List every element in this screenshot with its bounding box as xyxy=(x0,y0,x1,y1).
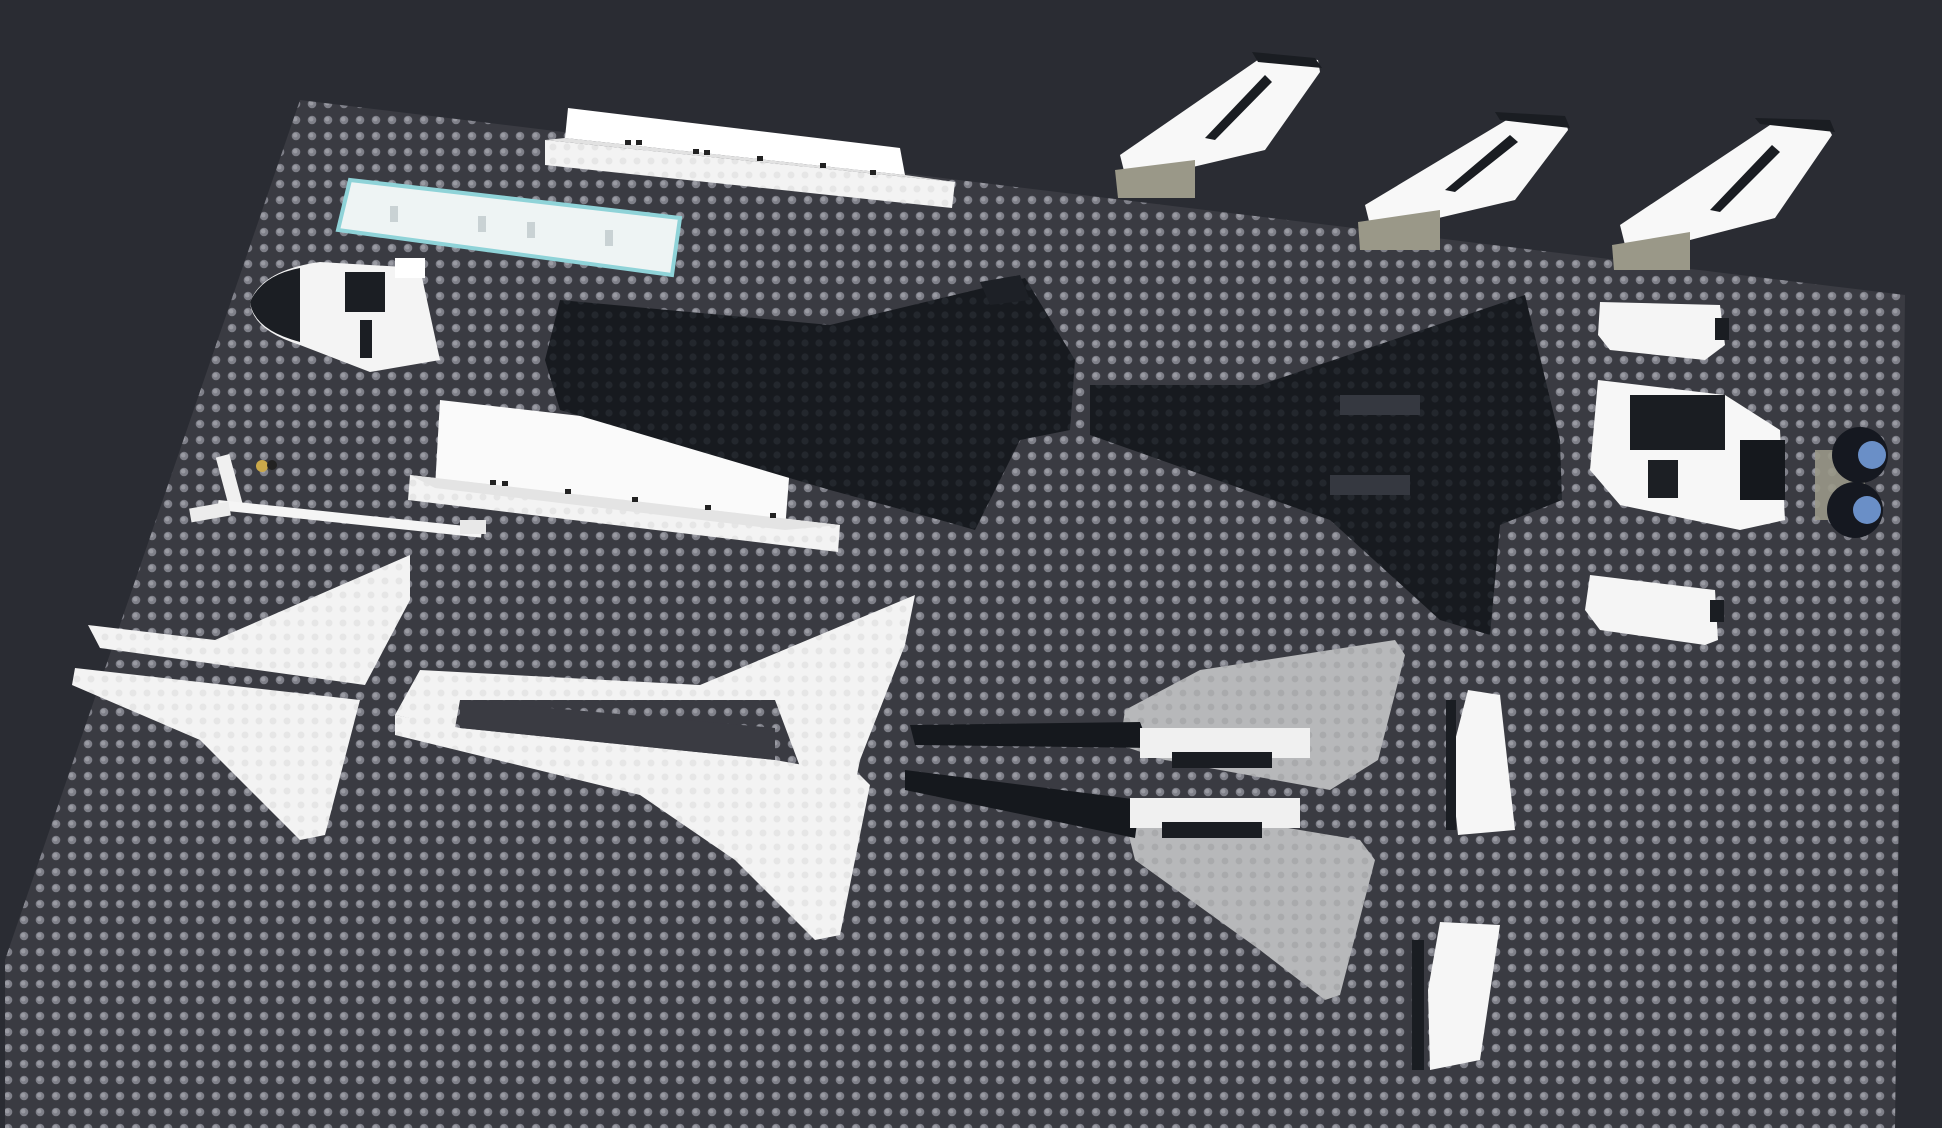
white-wing-left xyxy=(72,555,410,840)
white-wing-assembly xyxy=(395,595,915,940)
engine-module xyxy=(1590,380,1785,530)
rudder-lower xyxy=(1412,922,1500,1070)
tail-fin-2 xyxy=(1358,112,1570,250)
trans-clear-window-bar xyxy=(335,177,683,278)
black-fuselage-frame xyxy=(545,275,1075,530)
nose-cone xyxy=(250,258,440,372)
cargo-bay-door-top xyxy=(545,108,955,208)
engine-cover-bottom xyxy=(1585,575,1724,645)
tail-fin-3 xyxy=(1612,118,1835,270)
rudder-upper xyxy=(1446,690,1515,835)
robot-arm xyxy=(189,454,486,538)
rocket-nozzles xyxy=(1815,427,1888,538)
tail-fin-1 xyxy=(1115,52,1322,198)
engine-cover-top xyxy=(1598,302,1729,360)
gray-wing-assembly xyxy=(905,640,1405,1000)
black-delta-frame xyxy=(1090,295,1562,635)
